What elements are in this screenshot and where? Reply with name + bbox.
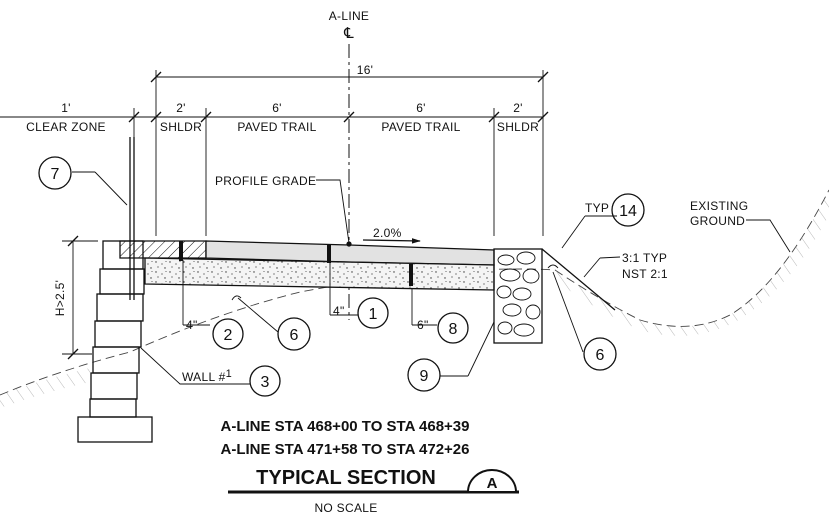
callout-9: 9 bbox=[407, 321, 495, 392]
station-line-2: A-LINE STA 471+58 TO STA 472+26 bbox=[221, 441, 470, 458]
callout-number: 14 bbox=[619, 203, 637, 220]
ground-hatch-right bbox=[555, 190, 829, 336]
dim-left-trail-width: 6' bbox=[272, 101, 282, 115]
wall-height-dim: H>2.5' bbox=[53, 235, 98, 360]
callout-number: 6 bbox=[596, 347, 605, 364]
centerline-label: A-LINE bbox=[329, 9, 369, 23]
dim-right-trail-width: 6' bbox=[416, 101, 426, 115]
wall-label: WALL #1 bbox=[182, 368, 232, 384]
section-letter: A bbox=[487, 475, 498, 492]
retaining-wall bbox=[77, 137, 153, 443]
scale-note: NO SCALE bbox=[314, 501, 377, 515]
wall-text: WALL # bbox=[182, 370, 226, 384]
profile-grade: PROFILE GRADE 2.0% bbox=[215, 174, 421, 247]
side-slope-line1: 3:1 TYP bbox=[622, 251, 667, 265]
rock-fill bbox=[493, 248, 543, 344]
ground-hatch-left bbox=[0, 368, 90, 408]
callout-6-right: 6 bbox=[547, 264, 617, 371]
title-block: A-LINE STA 468+00 TO STA 468+39 A-LINE S… bbox=[221, 418, 519, 515]
dim-left-shoulder-label: SHLDR bbox=[160, 120, 202, 134]
dim-right-shoulder-label: SHLDR bbox=[497, 120, 539, 134]
side-slope-line2: NST 2:1 bbox=[622, 267, 668, 281]
left-shoulder bbox=[119, 240, 207, 259]
dim-clear-zone-label: CLEAR ZONE bbox=[26, 120, 106, 134]
callout-number: 9 bbox=[420, 368, 429, 385]
callout-14: 14 bbox=[611, 193, 645, 227]
dim-clear-zone-width: 1' bbox=[61, 101, 71, 115]
dim-overall: 16' bbox=[357, 63, 374, 77]
dim-left-shoulder-width: 2' bbox=[176, 101, 186, 115]
dimension-strings: 16' 1' CLEAR ZONE 2' SHLDR 6' PAVED TRAI… bbox=[0, 63, 549, 236]
callout-number: 7 bbox=[51, 166, 60, 183]
wall-footing bbox=[77, 416, 153, 443]
dim-left-trail-label: PAVED TRAIL bbox=[237, 120, 316, 134]
callout-number: 1 bbox=[369, 306, 378, 323]
pavement-section bbox=[119, 240, 616, 344]
callout-number: 6 bbox=[290, 327, 299, 344]
callout-7: 7 bbox=[38, 156, 128, 206]
section-symbol bbox=[466, 469, 518, 493]
wall-number: 1 bbox=[226, 368, 232, 380]
section-title: TYPICAL SECTION bbox=[256, 467, 436, 489]
profile-grade-label: PROFILE GRADE bbox=[215, 174, 316, 188]
existing-ground-line2: GROUND bbox=[690, 214, 745, 228]
thickness-4-center: 4" bbox=[333, 304, 345, 318]
station-line-1: A-LINE STA 468+00 TO STA 468+39 bbox=[221, 418, 470, 435]
existing-ground-line1: EXISTING bbox=[690, 199, 748, 213]
callout-2: 2 bbox=[212, 318, 244, 350]
callout-6-left: 6 bbox=[231, 295, 311, 351]
callout-1: 1 bbox=[357, 297, 389, 329]
centerline-symbol: ℄ bbox=[343, 25, 354, 42]
callout-number: 2 bbox=[224, 327, 233, 344]
callout-8: 8 bbox=[437, 312, 469, 344]
callout-number: 8 bbox=[449, 321, 458, 338]
callout-number: 3 bbox=[261, 374, 270, 391]
typ-label: TYP bbox=[585, 201, 609, 215]
wall-height-label: H>2.5' bbox=[53, 280, 67, 316]
callout-3: 3 bbox=[249, 365, 281, 397]
cross-slope-label: 2.0% bbox=[373, 226, 402, 240]
dim-right-shoulder-width: 2' bbox=[513, 101, 523, 115]
dim-right-trail-label: PAVED TRAIL bbox=[381, 120, 460, 134]
